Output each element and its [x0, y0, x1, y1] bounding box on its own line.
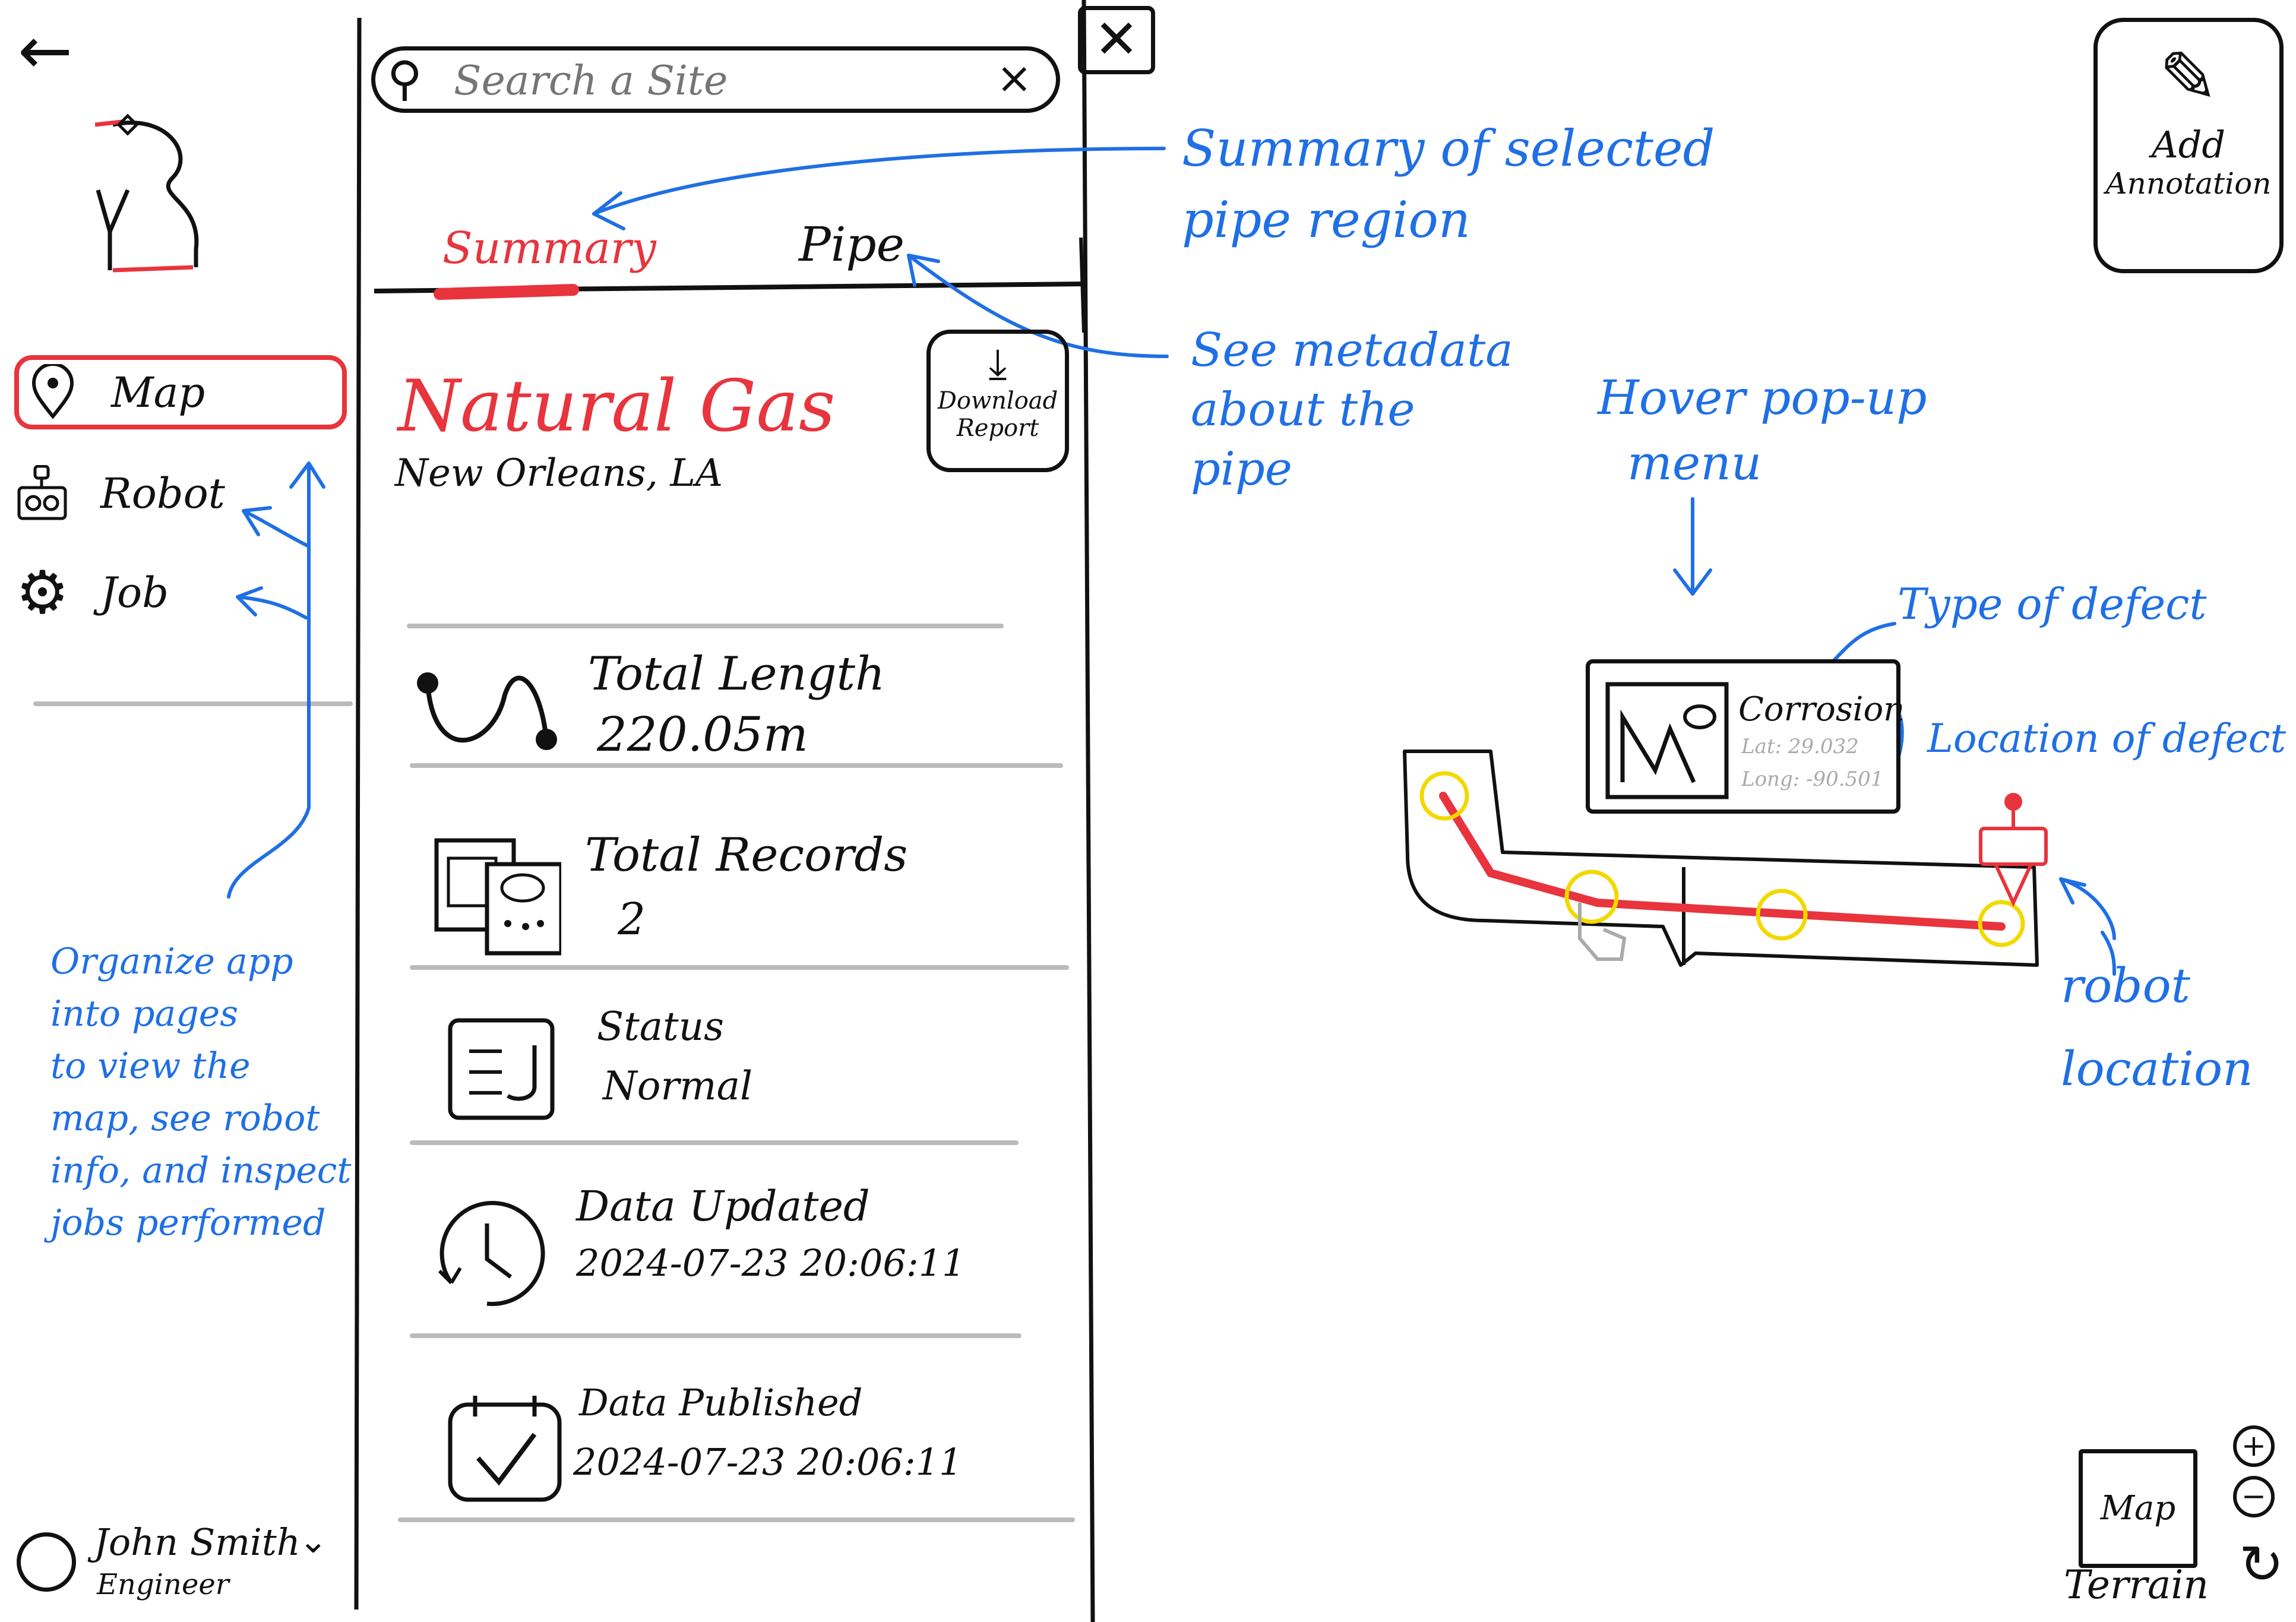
note-defect-location: Location of defect	[1927, 716, 2286, 761]
stat-total-records: Total Records 2	[425, 829, 1066, 959]
sidebar-item-label: Robot	[100, 469, 225, 518]
robot-icon	[14, 464, 71, 521]
sidebar-item-label: Map	[111, 368, 205, 417]
sidebar-item-map[interactable]: Map	[14, 355, 347, 429]
divider	[410, 1333, 1022, 1338]
zoom-in-icon: +	[2241, 1428, 2266, 1463]
close-panel-button[interactable]: ✕	[1078, 6, 1155, 74]
defect-type: Corrosion	[1738, 690, 1905, 729]
image-icon	[1605, 681, 1729, 800]
add-annotation-line1: Add	[2151, 123, 2226, 166]
user-name: John Smith	[94, 1520, 301, 1564]
note-robot-location: robot location	[2061, 958, 2253, 1096]
pipe-curve-icon	[410, 659, 558, 754]
zoom-out-icon: −	[2241, 1479, 2266, 1513]
user-role: Engineer	[97, 1568, 229, 1601]
search-icon: ⚲	[387, 51, 422, 106]
note-summary: Summary of selected pipe region	[1182, 119, 1715, 249]
stat-label: Total Length	[588, 647, 885, 701]
clock-icon	[428, 1194, 546, 1313]
defect-popup[interactable]: Corrosion Lat: 29.032 Long: -90.501	[1586, 659, 1905, 814]
calendar-check-icon	[445, 1393, 564, 1506]
stat-label: Status	[597, 1004, 724, 1049]
defect-long: Long: -90.501	[1741, 767, 1884, 791]
stat-label: Total Records	[585, 829, 908, 882]
back-arrow-icon[interactable]: ←	[18, 12, 73, 88]
stat-value: 2024-07-23 20:06:11	[576, 1241, 966, 1285]
records-icon	[431, 829, 564, 959]
site-location: New Orleans, LA	[395, 451, 723, 495]
stat-value: Normal	[603, 1063, 753, 1109]
add-annotation-button[interactable]: ✎ Add Annotation	[2093, 18, 2284, 273]
add-annotation-line2: Annotation	[2105, 166, 2272, 201]
stat-value: 2	[618, 894, 646, 945]
note-pipe: See metadata about the pipe	[1191, 324, 1513, 496]
divider	[410, 763, 1063, 768]
search-bar[interactable]: ⚲ ×	[371, 46, 1060, 113]
gear-icon: ⚙	[15, 558, 69, 627]
download-report-button[interactable]: ⤓ Download Report	[926, 330, 1069, 472]
close-icon: ✕	[1094, 8, 1139, 71]
zoom-in-button[interactable]: +	[2233, 1425, 2275, 1467]
defect-lat: Lat: 29.032	[1741, 735, 1859, 758]
divider	[410, 965, 1069, 970]
map-layer-label: Map	[2100, 1489, 2176, 1528]
pen-icon: ✎	[2158, 37, 2219, 119]
zoom-out-button[interactable]: −	[2233, 1476, 2275, 1517]
download-icon: ⤓	[988, 339, 1007, 388]
clear-search-icon[interactable]: ×	[996, 53, 1032, 103]
note-organize: Organize app into pages to view the map,…	[50, 941, 352, 1244]
map-layer-toggle[interactable]: Map	[2079, 1449, 2197, 1568]
site-name: Natural Gas	[398, 365, 836, 448]
recenter-icon[interactable]: ↻	[2239, 1534, 2284, 1596]
note-defect-type: Type of defect	[1897, 579, 2207, 629]
tab-pipe[interactable]: Pipe	[799, 217, 905, 272]
stat-label: Data Published	[579, 1381, 863, 1424]
tab-summary[interactable]: Summary	[442, 223, 656, 274]
note-hover: Hover pop-up menu	[1598, 370, 1927, 491]
map-pin-icon	[25, 362, 81, 420]
divider	[398, 1517, 1075, 1522]
map-layer-caption: Terrain	[2064, 1562, 2209, 1608]
stat-status: Status Normal	[439, 1004, 1069, 1134]
divider	[410, 1140, 1019, 1145]
stat-value: 220.05m	[597, 707, 808, 762]
user-profile[interactable]: John Smith ⌄ Engineer	[17, 1520, 349, 1604]
stat-total-length: Total Length 220.05m	[404, 647, 1057, 762]
search-input[interactable]	[453, 56, 978, 105]
stat-label: Data Updated	[576, 1182, 870, 1231]
stat-data-published: Data Published 2024-07-23 20:06:11	[439, 1375, 1069, 1512]
status-icon	[445, 1016, 558, 1123]
chevron-down-icon[interactable]: ⌄	[299, 1520, 328, 1561]
avatar	[17, 1532, 76, 1592]
download-label-line1: Download	[937, 387, 1058, 415]
divider	[407, 624, 1004, 628]
stat-data-updated: Data Updated 2024-07-23 20:06:11	[422, 1182, 1069, 1319]
stat-value: 2024-07-23 20:06:11	[573, 1440, 963, 1484]
sidebar-item-job[interactable]: ⚙ Job	[14, 555, 169, 630]
sidebar-item-label: Job	[100, 568, 169, 617]
sidebar-item-robot[interactable]: Robot	[14, 456, 225, 530]
download-label-line2: Report	[956, 415, 1039, 442]
